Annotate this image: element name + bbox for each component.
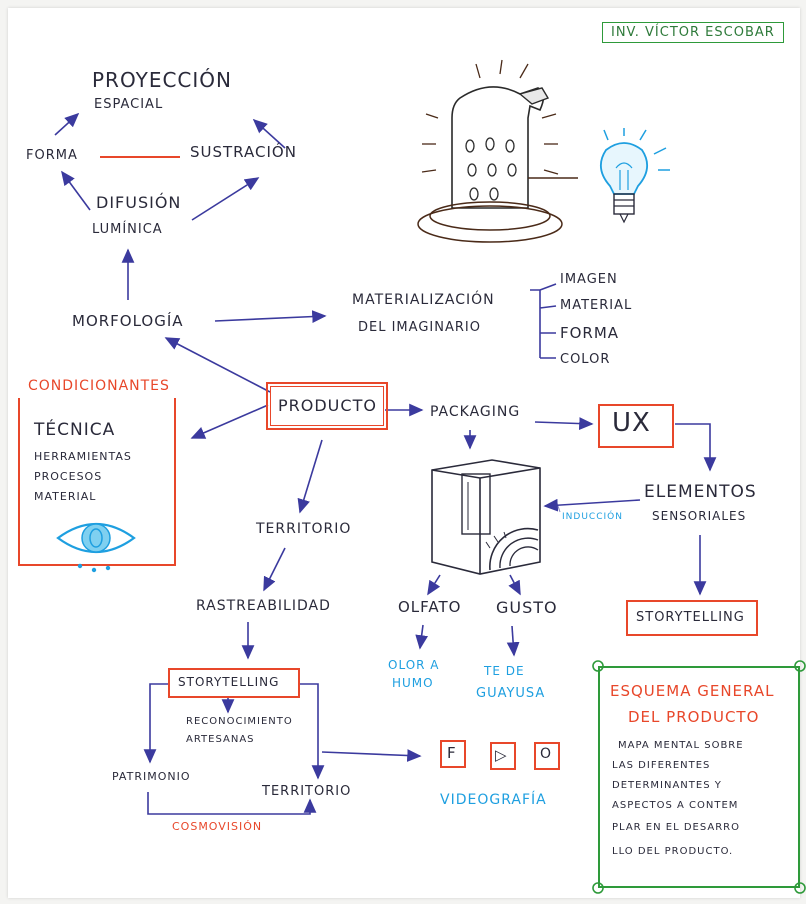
condicionantes-box: [18, 398, 176, 566]
storytelling-right-box: [626, 600, 758, 636]
arrow-packaging-ux: [534, 417, 594, 430]
node-territorio-bottom: TERRITORIO: [262, 784, 352, 799]
condicionante-tecnica: TÉCNICA: [34, 420, 116, 440]
arrow-territorio-rastreabilidad: [263, 547, 286, 592]
arrow-producto-condicionantes: [190, 404, 269, 439]
instagram-icon-label: O: [540, 746, 553, 762]
node-cosmovision: COSMOVISIÓN: [172, 820, 263, 833]
bird-lamp-icon: [417, 59, 578, 243]
node-induccion: INDUCCIÓN: [562, 512, 623, 522]
light-bulb-icon: [600, 128, 670, 224]
node-videografia: VIDEOGRAFÍA: [440, 792, 547, 808]
arrow-producto-morfologia: [164, 337, 271, 393]
instagram-icon: [534, 742, 560, 770]
arrow-to-proyeccion-left: [54, 112, 80, 136]
arrow-producto-territorio: [297, 439, 323, 514]
material-item-forma: FORMA: [560, 324, 620, 342]
arrow-elementos-box: [543, 498, 641, 512]
condicionante-procesos: PROCESOS: [34, 470, 103, 483]
arrow-ux-elementos: [675, 423, 717, 472]
bracket-materializacion: [530, 283, 557, 359]
material-item-material: MATERIAL: [560, 298, 633, 313]
arrow-box-gusto: [508, 574, 521, 596]
eye-icon: [56, 522, 136, 573]
arrow-sustraccion-proyeccion: [252, 118, 286, 149]
node-reconocimiento: RECONOCIMIENTO: [186, 716, 293, 727]
node-luminica: LUMÍNICA: [92, 222, 163, 237]
legend-title-line2: DEL PRODUCTO: [628, 708, 760, 726]
node-storytelling-bottom: STORYTELLING: [178, 675, 280, 689]
youtube-icon-label: ▷: [495, 746, 508, 764]
node-morfologia: MORFOLOGÍA: [72, 312, 184, 330]
legend-box: [598, 666, 800, 888]
arrow-storytelling-patrimonio: [143, 683, 168, 764]
material-item-color: COLOR: [560, 352, 611, 367]
ux-box: [598, 404, 674, 448]
node-olor-a: OLOR A: [388, 658, 440, 672]
node-patrimonio: PATRIMONIO: [112, 770, 191, 783]
induccion-tick: [555, 499, 561, 513]
legend-title: ESQUEMA GENERAL: [610, 682, 775, 700]
facebook-icon: [440, 740, 466, 768]
node-materializacion: MATERIALIZACIÓN: [352, 292, 495, 308]
facebook-icon-label: F: [447, 744, 457, 762]
node-guayusa: GUAYUSA: [476, 686, 546, 701]
node-rastreabilidad: RASTREABILIDAD: [196, 598, 331, 614]
node-storytelling-right: STORYTELLING: [636, 610, 745, 625]
material-item-imagen: IMAGEN: [560, 272, 618, 287]
legend-body-line-1: MAPA MENTAL SOBRE: [618, 740, 744, 751]
node-producto: PRODUCTO: [278, 396, 377, 415]
node-humo: HUMO: [392, 676, 434, 690]
legend-corner-marks: [592, 660, 806, 894]
legend-body-line-3: DETERMINANTES Y: [612, 780, 722, 791]
legend-body-line-5: PLAR EN EL DESARRO: [612, 822, 741, 833]
arrow-box-olfato: [427, 574, 441, 596]
package-icon: [431, 459, 541, 575]
node-difusion: DIFUSIÓN: [96, 193, 182, 212]
node-condicionantes: CONDICIONANTES: [28, 378, 170, 394]
arrow-morfologia-materializacion: [214, 310, 327, 323]
legend-body-line-4: ASPECTOS A CONTEM: [612, 800, 739, 811]
node-artesanas: ARTESANAS: [186, 734, 255, 745]
arrow-cosmovision: [147, 792, 317, 815]
arrow-map-videografia: [321, 749, 422, 762]
producto-box: [266, 382, 388, 430]
youtube-icon: [490, 742, 516, 770]
node-proyeccion-espacial: ESPACIAL: [94, 97, 164, 112]
arrow-storytelling-territorio: [300, 683, 325, 780]
legend-body-line-6: LLO DEL PRODUCTO.: [612, 846, 734, 857]
arrow-difusion-forma: [61, 170, 91, 211]
node-elementos: ELEMENTOS: [644, 482, 757, 502]
condicionante-material: MATERIAL: [34, 490, 97, 503]
legend-body-line-2: LAS DIFERENTES: [612, 760, 711, 771]
node-sustraccion: SUSTRACIÓN: [190, 143, 297, 161]
node-proyeccion: PROYECCIÓN: [92, 68, 232, 92]
author-label: INV. VÍCTOR ESCOBAR: [602, 22, 784, 43]
node-del-imaginario: DEL IMAGINARIO: [358, 320, 481, 335]
node-sensoriales: SENSORIALES: [652, 509, 747, 523]
node-territorio-top: TERRITORIO: [256, 521, 352, 537]
arrow-olfato-olor: [415, 624, 429, 650]
arrow-difusion-sustraccion: [191, 177, 260, 221]
node-ux: UX: [612, 408, 651, 438]
condicionante-herramientas: HERRAMIENTAS: [34, 450, 132, 463]
storytelling-bottom-box: [168, 668, 300, 698]
node-te-de: TE DE: [484, 664, 525, 678]
node-olfato: OLFATO: [398, 598, 462, 616]
node-forma: FORMA: [26, 148, 78, 163]
node-gusto: GUSTO: [496, 598, 558, 617]
producto-box-inner: [270, 386, 384, 426]
arrow-gusto-te: [506, 625, 520, 657]
node-packaging: PACKAGING: [430, 404, 521, 420]
